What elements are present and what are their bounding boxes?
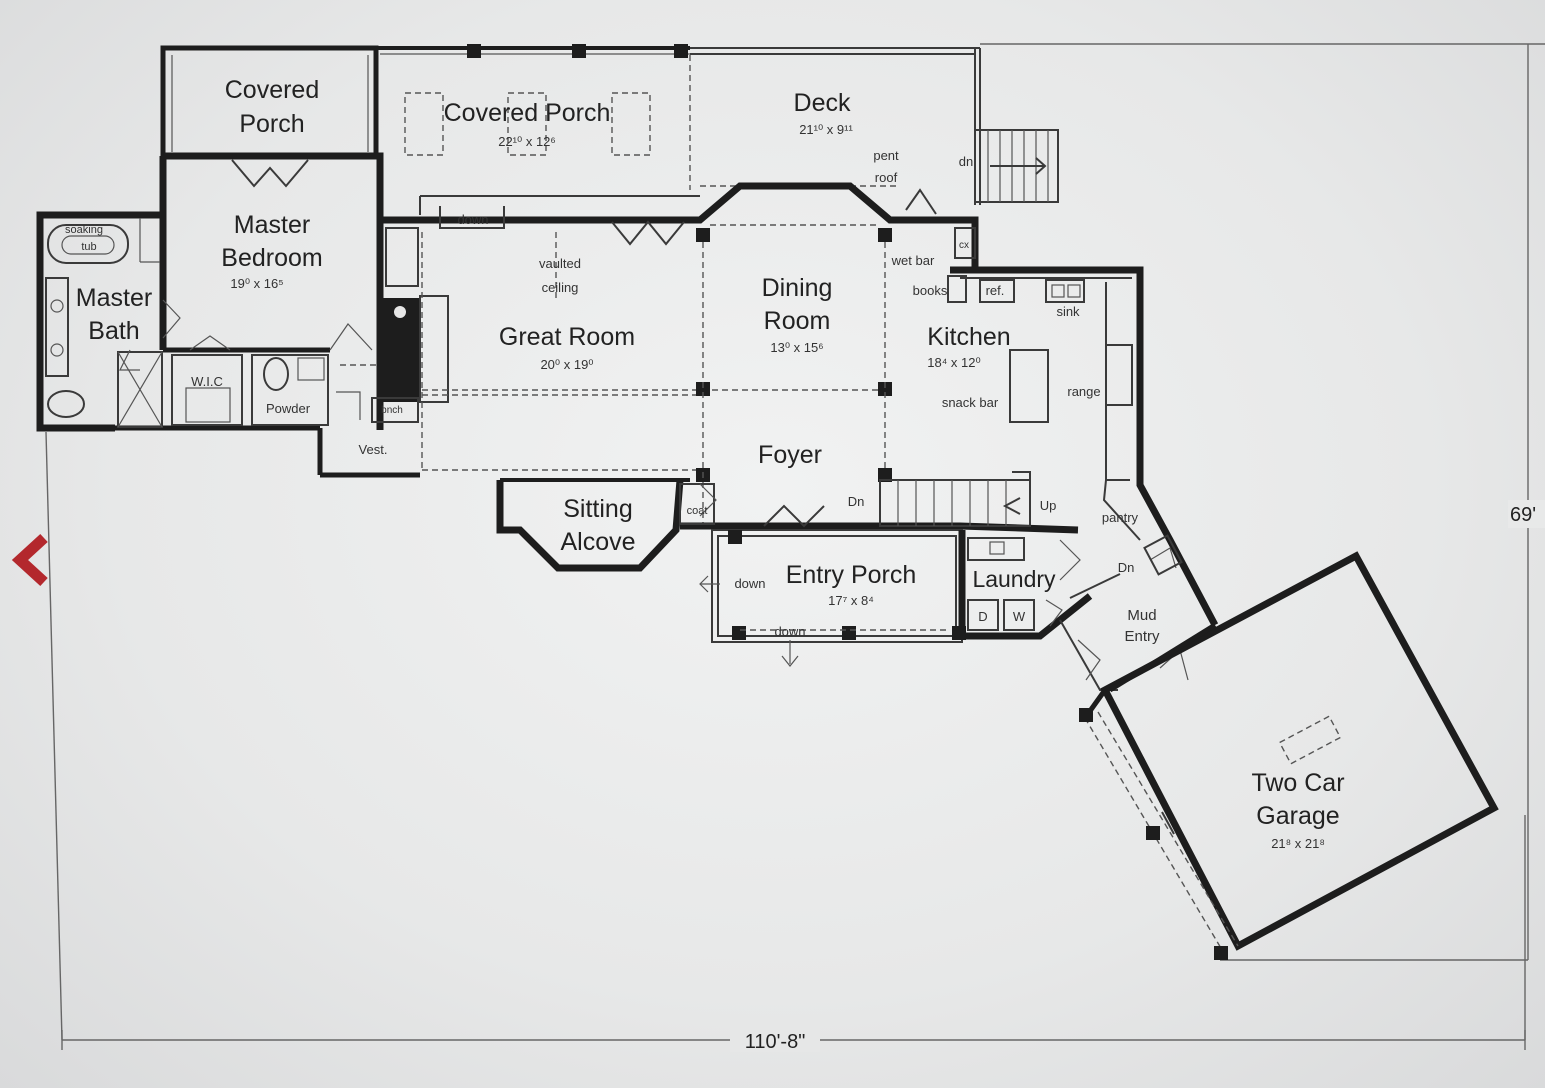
note-roof: roof	[875, 170, 898, 185]
note-tub: tub	[81, 241, 96, 253]
size-entry-porch: 17⁷ x 8⁴	[828, 593, 874, 608]
great-room-area	[336, 182, 979, 530]
note-powder: Powder	[266, 401, 311, 416]
size-deck: 21¹⁰ x 9¹¹	[799, 122, 853, 137]
note-vaulted: vaulted	[539, 256, 581, 271]
size-garage: 21⁸ x 21⁸	[1271, 836, 1325, 851]
note-dn-foyer: Dn	[848, 494, 865, 509]
note-vest: Vest.	[359, 442, 388, 457]
note-down-entry-bottom: down	[774, 624, 805, 639]
note-bench: bnch	[381, 405, 403, 416]
note-cx: cx	[959, 240, 969, 251]
label-great-room: Great Room	[499, 323, 635, 351]
label-covered-porch-left-1: Covered	[225, 76, 320, 104]
label-laundry: Laundry	[972, 566, 1056, 592]
note-range: range	[1067, 384, 1100, 399]
note-dn-deck: dn	[959, 154, 973, 169]
note-pantry: pantry	[1102, 510, 1139, 525]
label-master-bedroom-1: Master	[234, 211, 310, 239]
note-dryer: D	[978, 609, 987, 624]
note-up: Up	[1040, 498, 1057, 513]
label-mud-entry-2: Entry	[1124, 628, 1160, 645]
label-covered-porch-main: Covered Porch	[444, 99, 611, 127]
front-area	[496, 471, 1189, 691]
note-dn-mud: Dn	[1118, 560, 1135, 575]
size-kitchen: 18⁴ x 12⁰	[927, 355, 980, 370]
note-coat: coat	[687, 505, 708, 517]
note-wic: W.I.C	[191, 374, 223, 389]
width-dimension: 110'-8"	[745, 1031, 806, 1053]
annotations: soaking tub W.I.C Powder Vest. bnch vaul…	[65, 148, 1139, 639]
size-master-bedroom: 19⁰ x 16⁵	[230, 276, 283, 291]
chevron-left-icon[interactable]	[10, 532, 50, 588]
room-labels: Covered Porch Covered Porch 22¹⁰ x 12⁶ D…	[76, 76, 1345, 851]
note-wet-bar: wet bar	[891, 253, 935, 268]
label-foyer: Foyer	[758, 441, 822, 469]
label-entry-porch: Entry Porch	[786, 561, 917, 589]
label-deck: Deck	[794, 89, 851, 117]
size-dining-room: 13⁰ x 15⁶	[770, 340, 823, 355]
note-ceiling: ceiling	[542, 280, 579, 295]
label-garage-2: Garage	[1256, 802, 1339, 830]
note-snack-bar: snack bar	[942, 395, 999, 410]
size-great-room: 20⁰ x 19⁰	[540, 357, 593, 372]
label-sitting-alcove-1: Sitting	[563, 495, 632, 523]
note-down-great: down	[457, 212, 488, 227]
label-master-bedroom-2: Bedroom	[221, 244, 322, 272]
covered-porch-left-line1: Covered	[225, 76, 320, 104]
depth-dimension: 69'	[1510, 504, 1536, 526]
label-mud-entry-1: Mud	[1127, 607, 1156, 624]
label-master-bath-1: Master	[76, 284, 152, 312]
note-pent: pent	[873, 148, 899, 163]
label-covered-porch-left-2: Porch	[239, 110, 304, 138]
note-ref: ref.	[986, 283, 1005, 298]
note-soaking: soaking	[65, 224, 103, 236]
note-washer: W	[1013, 609, 1026, 624]
kitchen-area	[905, 188, 1219, 627]
dimension-lines: 110'-8" 69'	[45, 43, 1545, 1053]
master-suite	[36, 152, 420, 478]
garage-area	[1079, 551, 1499, 960]
label-dining-room-1: Dining	[762, 274, 833, 302]
label-sitting-alcove-2: Alcove	[560, 528, 635, 556]
label-master-bath-2: Bath	[88, 317, 139, 345]
note-sink: sink	[1056, 304, 1080, 319]
note-books: books	[913, 283, 948, 298]
label-kitchen: Kitchen	[927, 323, 1010, 351]
note-down-entry-left: down	[734, 576, 765, 591]
label-dining-room-2: Room	[764, 307, 831, 335]
size-covered-porch-main: 22¹⁰ x 12⁶	[498, 134, 556, 149]
label-garage-1: Two Car	[1251, 769, 1344, 797]
